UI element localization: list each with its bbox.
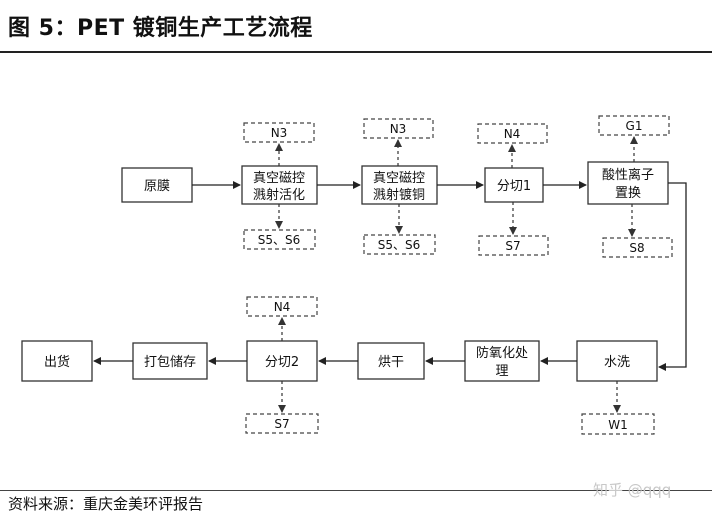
emission-n4-b: N4 [246, 296, 318, 317]
step-slitting2: 分切2 [246, 340, 318, 382]
step-sputter-copper: 真空磁控 溅射镀铜 [361, 165, 438, 205]
emission-n4-a: N4 [477, 123, 548, 144]
step-label: 分切2 [265, 355, 299, 370]
emission-s8: S8 [602, 237, 673, 258]
footer-rule [0, 490, 712, 491]
svg-text:G1: G1 [626, 119, 643, 133]
emission-s7-a: S7 [478, 235, 549, 256]
svg-text:N3: N3 [271, 126, 288, 140]
step-anti-oxidation: 防氧化处 理 [464, 340, 540, 382]
step-label: 出货 [44, 354, 70, 370]
svg-text:W1: W1 [608, 418, 628, 432]
step-label-line2: 溅射镀铜 [373, 187, 425, 203]
step-drying: 烘干 [357, 342, 425, 380]
step-packing: 打包储存 [132, 342, 208, 380]
step-original-film: 原膜 [121, 167, 193, 203]
page-title: 图 5：PET 镀铜生产工艺流程 [8, 16, 313, 41]
step-label: 分切1 [497, 179, 531, 194]
svg-text:N4: N4 [274, 300, 291, 314]
emission-n3-b: N3 [363, 118, 434, 139]
emission-g1: G1 [598, 115, 670, 136]
step-washing: 水洗 [576, 340, 658, 382]
svg-text:S8: S8 [629, 241, 644, 255]
svg-text:S5、S6: S5、S6 [258, 233, 301, 247]
step-label: 烘干 [378, 355, 404, 370]
step-sputter-activate: 真空磁控 溅射活化 [241, 165, 318, 205]
step-acid-ion: 酸性离子 置换 [587, 161, 669, 205]
step-label-line1: 酸性离子 [602, 167, 654, 183]
svg-text:N4: N4 [504, 127, 521, 141]
emission-s5s6-a: S5、S6 [243, 229, 316, 250]
emission-w1: W1 [581, 413, 655, 435]
svg-text:S7: S7 [274, 417, 289, 431]
step-label-line2: 溅射活化 [253, 187, 305, 203]
emission-n3-a: N3 [243, 122, 315, 143]
step-label-line2: 置换 [615, 186, 641, 201]
flow-arrow-return [658, 182, 687, 371]
step-label: 原膜 [144, 179, 170, 194]
step-label: 水洗 [604, 355, 630, 370]
step-label-line1: 防氧化处 [476, 345, 528, 361]
emission-s5s6-b: S5、S6 [363, 234, 436, 255]
svg-text:N3: N3 [390, 122, 407, 136]
title-rule [0, 51, 712, 53]
svg-text:S7: S7 [505, 239, 520, 253]
step-slitting1: 分切1 [484, 167, 544, 203]
emission-s7-b: S7 [245, 413, 319, 434]
svg-text:S5、S6: S5、S6 [378, 238, 421, 252]
step-label-line1: 真空磁控 [253, 171, 305, 186]
step-label-line1: 真空磁控 [373, 171, 425, 186]
source-note: 资料来源：重庆金美环评报告 [8, 495, 204, 513]
step-label-line2: 理 [495, 364, 508, 379]
watermark: 知乎 @qqq [593, 481, 672, 499]
step-label: 打包储存 [144, 355, 196, 370]
step-shipping: 出货 [21, 340, 93, 382]
